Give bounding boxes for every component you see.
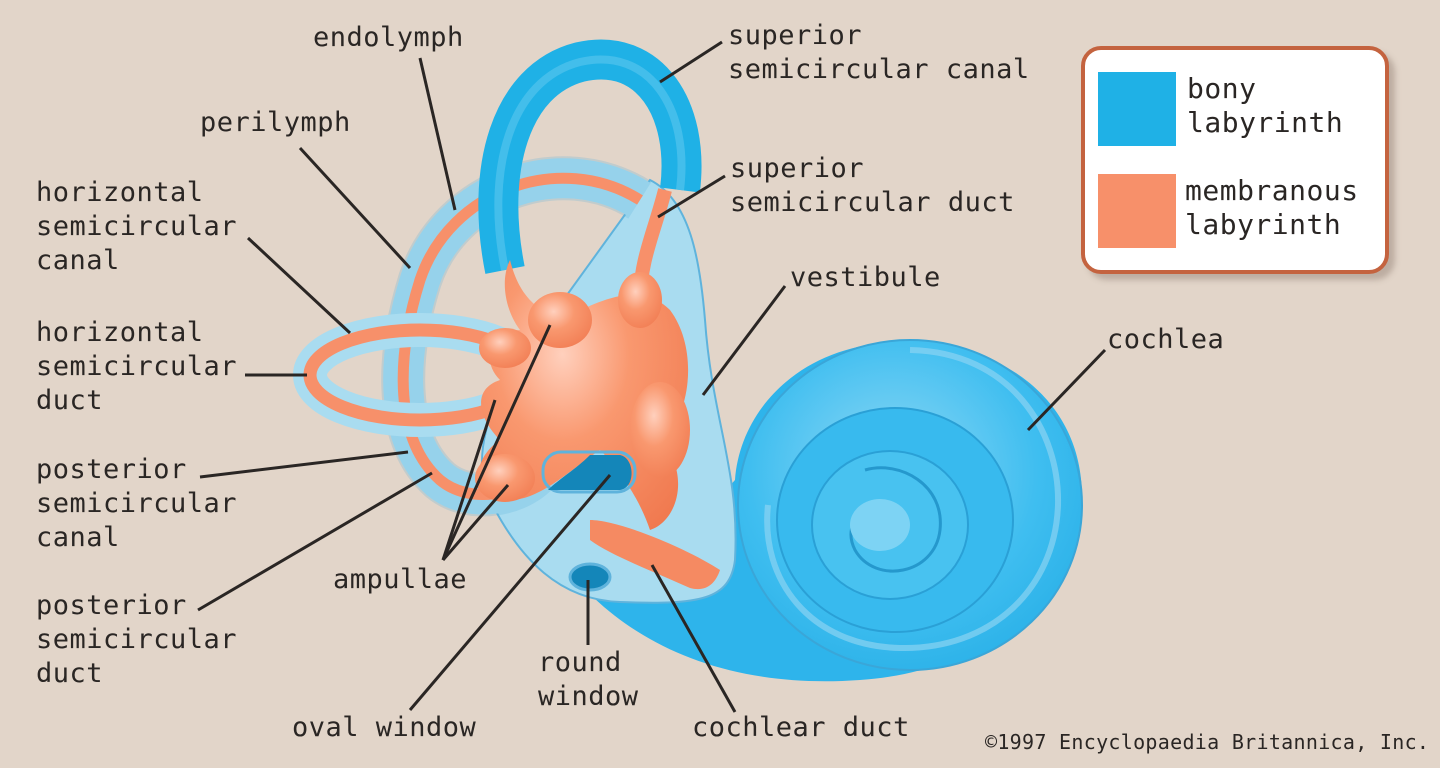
label-cochlea: cochlea xyxy=(1107,324,1225,355)
label-horizontal-semicircular-canal: horizontal semicircular canal xyxy=(36,177,238,276)
membranous-labyrinth-shape xyxy=(475,260,720,590)
leader-lines xyxy=(197,40,1107,713)
label-ampullae: ampullae xyxy=(333,564,468,595)
legend-label-bony: bony labyrinth xyxy=(1187,72,1344,139)
posterior-canal-shape xyxy=(381,156,652,517)
label-horizontal-semicircular-duct: horizontal semicircular duct xyxy=(36,317,238,416)
oval-window-shape xyxy=(541,450,637,494)
label-perilymph: perilymph xyxy=(200,107,351,138)
label-posterior-semicircular-duct: posterior semicircular duct xyxy=(36,590,238,689)
copyright: ©1997 Encyclopaedia Britannica, Inc. xyxy=(985,730,1430,754)
round-window-shape xyxy=(568,562,612,592)
legend-label-membranous: membranous labyrinth xyxy=(1185,174,1359,241)
label-oval-window: oval window xyxy=(292,712,477,743)
legend-swatch-membranous xyxy=(1098,174,1176,248)
label-superior-semicircular-duct: superior semicircular duct xyxy=(730,153,1015,218)
label-vestibule: vestibule xyxy=(790,262,941,293)
label-endolymph: endolymph xyxy=(313,22,464,53)
legend: bony labyrinth membranous labyrinth xyxy=(1081,46,1389,274)
label-posterior-semicircular-canal: posterior semicircular canal xyxy=(36,454,238,553)
legend-swatch-bony xyxy=(1098,72,1176,146)
label-cochlear-duct: cochlear duct xyxy=(692,712,910,743)
label-round-window: round window xyxy=(538,647,639,712)
label-superior-semicircular-canal: superior semicircular canal xyxy=(728,20,1030,85)
cochlear-duct-shape xyxy=(590,520,720,590)
